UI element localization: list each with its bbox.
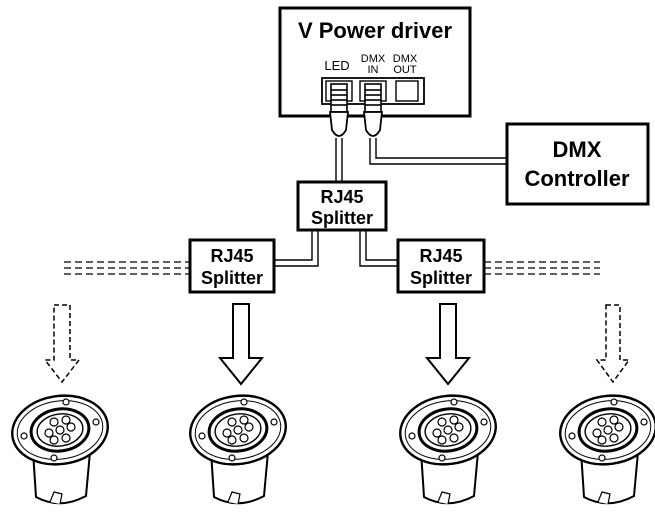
dmx-controller: DMX Controller (505, 122, 650, 206)
arrow-down-solid-icon (424, 303, 472, 386)
plug-led (328, 83, 350, 137)
port-label-dmx-out-2: OUT (393, 64, 417, 76)
splitter-center-line2: Splitter (311, 208, 373, 228)
splitter-left: RJ45 Splitter (188, 238, 276, 294)
spotlight-fixture-2-icon (184, 388, 292, 506)
arrow-down-dashed-icon (43, 304, 81, 384)
splitter-left-line1: RJ45 (210, 246, 253, 266)
cable-continuation-right (484, 261, 600, 275)
port-label-dmx-in-1: DMX (361, 53, 386, 65)
port-label-dmx-out-1: DMX (393, 53, 418, 65)
splitter-left-box (188, 238, 276, 294)
port-label-dmx-in-2: IN (368, 64, 379, 76)
spotlight-fixture-1-icon (6, 388, 114, 506)
cable-splitter-right (359, 230, 400, 267)
cable-driver-to-splitter (335, 138, 343, 184)
splitter-right: RJ45 Splitter (396, 238, 486, 294)
power-driver: V Power driver LED DMX IN DMX OUT (278, 6, 472, 118)
power-driver-title: V Power driver (298, 18, 453, 43)
splitter-right-box (396, 238, 486, 294)
splitter-right-line2: Splitter (410, 268, 472, 288)
dmx-controller-box (505, 122, 650, 206)
splitter-right-line1: RJ45 (419, 246, 462, 266)
cable-splitter-left (272, 230, 319, 267)
splitter-center-line1: RJ45 (320, 187, 363, 207)
spotlight-fixture-4-icon (554, 388, 655, 506)
arrow-down-dashed-icon (595, 304, 631, 384)
port-dmx-out (395, 80, 419, 102)
splitter-left-line2: Splitter (201, 268, 263, 288)
dmx-controller-line2: Controller (524, 166, 630, 191)
cable-dmx-to-controller (369, 138, 508, 165)
splitter-center: RJ45 Splitter (296, 180, 388, 232)
port-label-led: LED (324, 58, 349, 73)
arrow-down-solid-icon (217, 303, 265, 386)
cable-continuation-left (64, 261, 190, 275)
dmx-controller-line1: DMX (553, 137, 602, 162)
plug-dmx-in (362, 83, 384, 137)
spotlight-fixture-3-icon (394, 388, 502, 506)
splitter-center-box (296, 180, 388, 232)
